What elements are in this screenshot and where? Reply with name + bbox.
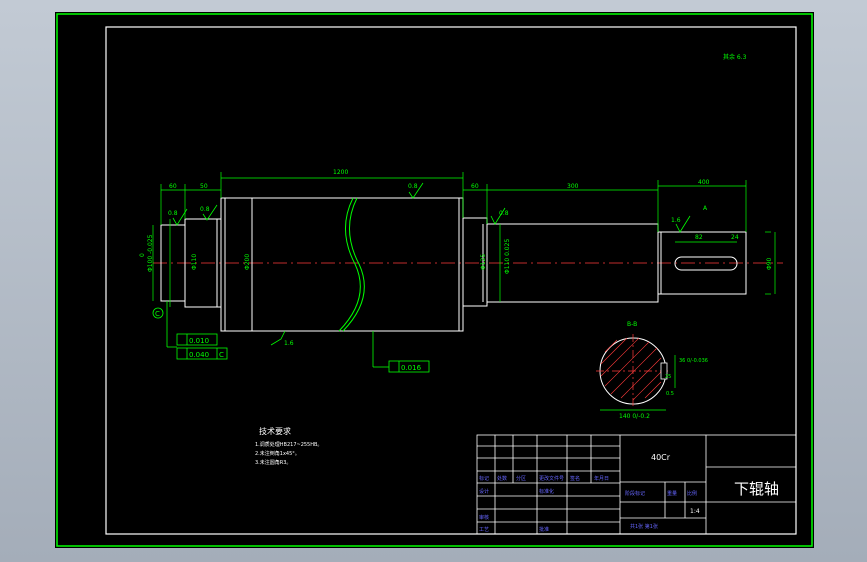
dim-300: 300	[567, 183, 579, 190]
title-name: 下辊轴	[734, 480, 779, 498]
outer-border	[56, 13, 813, 547]
scale-value: 1:4	[690, 508, 700, 515]
rough-e: 1.6	[671, 217, 681, 224]
tb-stage: 阶段标记	[625, 490, 645, 497]
section-dim-36: 36 0/-0.036	[679, 358, 708, 364]
tb-row1-0: 标记	[479, 475, 489, 482]
shaft-body	[160, 197, 747, 332]
rough-d: 0.8	[499, 210, 509, 217]
dim-60a: 60	[169, 183, 177, 190]
label-a: A	[703, 205, 708, 212]
tb-row1-2: 分区	[516, 475, 526, 482]
dim-zero: 0	[139, 253, 146, 257]
rough-b: 0.8	[200, 206, 210, 213]
drawing-canvas: 其余 6.3	[56, 13, 813, 547]
tb-review: 审核	[479, 514, 489, 521]
tb-row1-5: 年月日	[594, 475, 609, 482]
tb-design: 设计	[479, 488, 489, 495]
tech-req-2: 2.未注倒角1x45°。	[255, 450, 300, 457]
tb-process: 工艺	[479, 527, 489, 533]
ftc-frames	[166, 301, 430, 373]
dim-24: 24	[731, 234, 739, 241]
break-line-2	[342, 197, 365, 332]
dim-400: 400	[698, 179, 710, 186]
dim-50: 50	[200, 183, 208, 190]
tb-row1-4: 签名	[570, 475, 580, 482]
tech-req-heading: 技术要求	[259, 426, 291, 436]
dim-dia-5: Φ110 0.025	[504, 239, 511, 274]
tb-approve: 批准	[539, 526, 549, 533]
dim-dia-right: Φ90	[766, 257, 773, 270]
dim-dia-left: Φ100 -0.025	[147, 234, 154, 272]
dim-dia-2: Φ110	[191, 254, 198, 270]
tb-row1-3: 更改文件号	[539, 475, 564, 482]
tb-standardize: 标准化	[539, 488, 554, 495]
rough-a: 0.8	[168, 210, 178, 217]
dim-dia-4: Φ125	[480, 254, 487, 270]
tb-sheets: 共1张 第1张	[630, 523, 658, 530]
inner-frame	[105, 26, 797, 535]
ftc3-value: 0.016	[401, 364, 422, 372]
dim-60b: 60	[471, 183, 479, 190]
section-dim-05: 0.5	[666, 391, 674, 397]
title-block	[476, 434, 797, 535]
section-ref: B-B	[627, 321, 637, 328]
section-view	[596, 334, 676, 411]
dimension-lines	[152, 172, 776, 307]
ftc1-value: 0.010	[189, 337, 209, 345]
dim-1200: 1200	[333, 169, 348, 176]
datum-c-label: C	[155, 310, 160, 318]
dim-dia-main: Φ200	[244, 254, 251, 270]
tech-req-3: 3.未注圆角R3。	[255, 459, 291, 466]
section-dim-25: 25	[665, 374, 671, 380]
roughness-symbols	[172, 182, 691, 346]
datum-c-circle	[152, 307, 164, 319]
tb-weight: 重量	[667, 490, 677, 497]
tb-scale-label: 比例	[687, 490, 697, 497]
tech-req-1: 1.调质处理HB217~255HB。	[255, 441, 322, 448]
ftc2-value: 0.040	[189, 351, 209, 359]
dim-82: 82	[695, 234, 703, 241]
tb-row1-1: 处数	[497, 475, 507, 482]
cad-viewport[interactable]: 其余 6.3	[55, 12, 814, 548]
break-line-1	[338, 197, 361, 332]
roughness-note: 其余 6.3	[723, 53, 747, 61]
section-dim-140: 140 0/-0.2	[619, 413, 650, 420]
material: 40Cr	[651, 453, 671, 462]
ftc2-datum: C	[219, 351, 224, 359]
rough-c: 0.8	[408, 183, 418, 190]
rough-f: 1.6	[284, 340, 294, 347]
